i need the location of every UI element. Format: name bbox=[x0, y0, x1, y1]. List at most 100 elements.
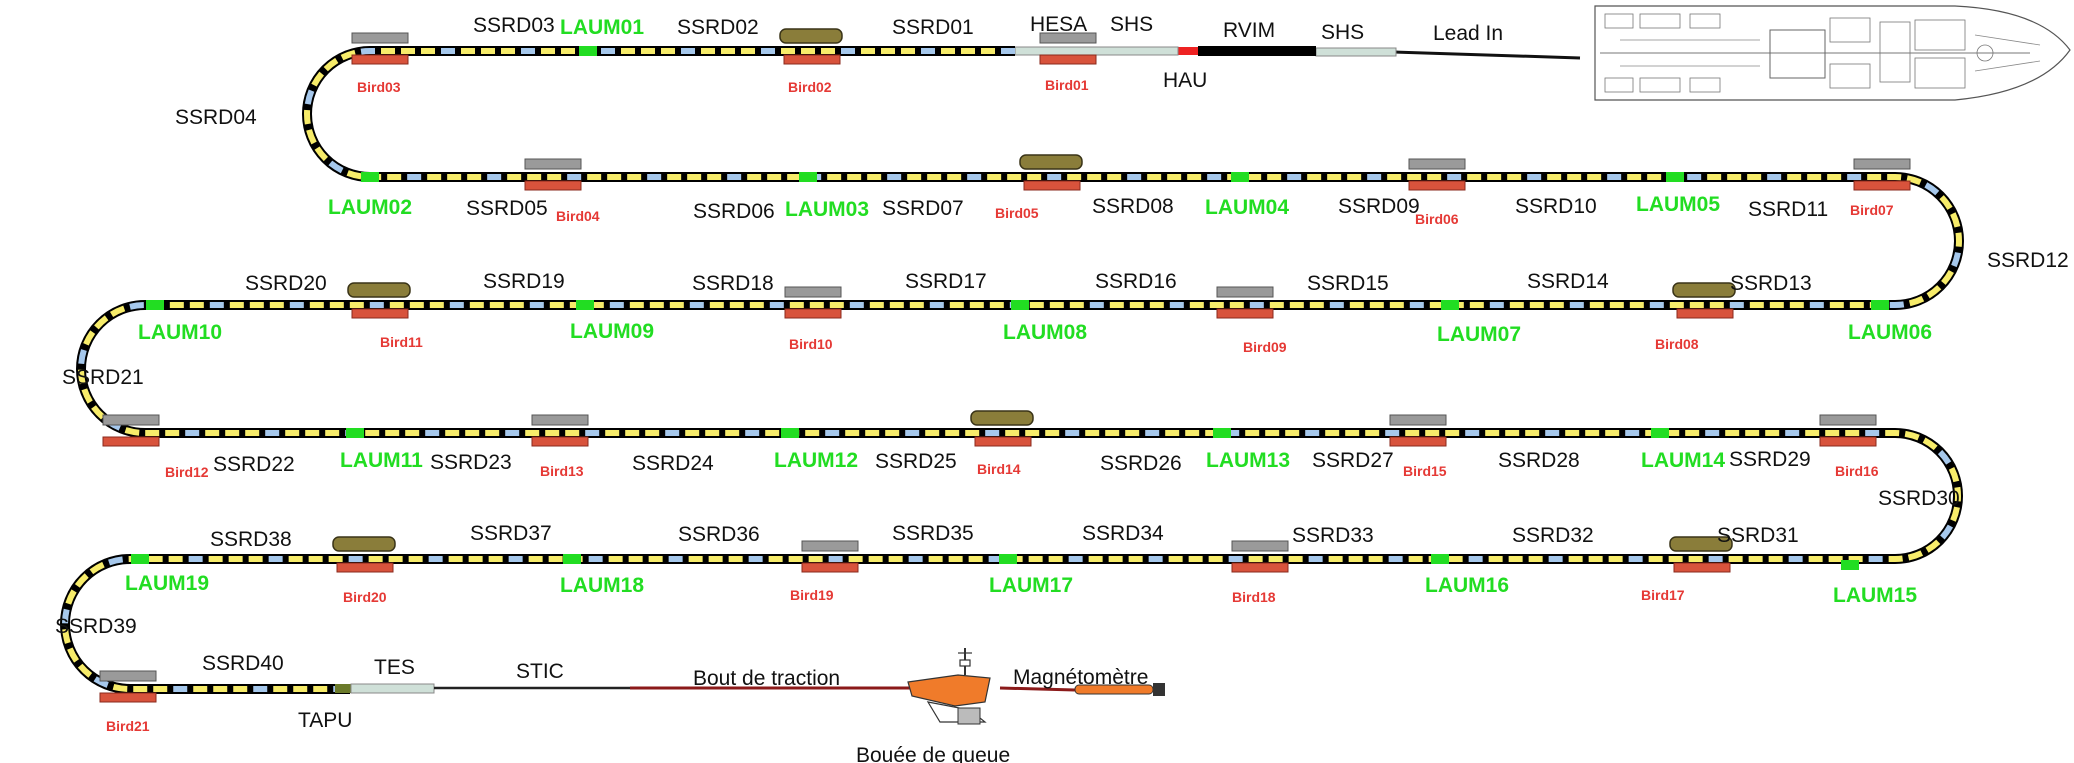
laum-label: LAUM08 bbox=[1003, 321, 1087, 344]
laum-module bbox=[146, 300, 164, 310]
bird-depth-controller-icon: Bird04 bbox=[524, 158, 600, 224]
laum-label: LAUM03 bbox=[785, 198, 869, 221]
magnetometer-icon bbox=[1074, 683, 1165, 696]
laum-module bbox=[781, 428, 799, 438]
tapu-label: TAPU bbox=[298, 709, 352, 732]
laum-module bbox=[999, 554, 1017, 564]
laum-label: LAUM05 bbox=[1636, 193, 1720, 216]
section-label: SSRD31 bbox=[1717, 524, 1799, 547]
cable-section-markers bbox=[62, 48, 1962, 692]
laum-module bbox=[1441, 300, 1459, 310]
bird-depth-controller-icon: Bird21 bbox=[99, 670, 157, 734]
laum-module bbox=[1871, 300, 1889, 310]
tes-label: TES bbox=[374, 656, 415, 679]
section-label: SSRD38 bbox=[210, 528, 292, 551]
laum-module bbox=[1431, 554, 1449, 564]
lead-in-label: Lead In bbox=[1433, 22, 1503, 45]
section-label: SSRD17 bbox=[905, 270, 987, 293]
bird-depth-controller-icon: Bird09 bbox=[1216, 286, 1287, 355]
laum-label: LAUM12 bbox=[774, 449, 858, 472]
laum-module bbox=[799, 172, 817, 182]
bird-depth-controller-icon: Bird14 bbox=[970, 410, 1034, 477]
bird-label: Bird04 bbox=[556, 208, 600, 224]
laum-module bbox=[563, 554, 581, 564]
section-label: SSRD37 bbox=[470, 522, 552, 545]
section-label: SSRD02 bbox=[677, 16, 759, 39]
laum-label: LAUM15 bbox=[1833, 584, 1917, 607]
laum-label: LAUM11 bbox=[340, 449, 423, 472]
section-label: SSRD22 bbox=[213, 453, 295, 476]
bird-depth-controller-icon: Bird12 bbox=[102, 414, 209, 480]
section-label: SSRD34 bbox=[1082, 522, 1164, 545]
laum-module bbox=[1213, 428, 1231, 438]
bird-depth-controller-icon: Bird15 bbox=[1389, 414, 1447, 479]
bird-depth-controller-icon: Bird08 bbox=[1655, 282, 1736, 352]
cable-section-marker bbox=[62, 48, 1962, 692]
stic-label: STIC bbox=[516, 660, 564, 683]
section-label: SSRD33 bbox=[1292, 524, 1374, 547]
bird-label: Bird21 bbox=[106, 718, 150, 734]
bird-label: Bird11 bbox=[380, 334, 423, 350]
laum-module bbox=[1231, 172, 1249, 182]
tail-buoy-icon bbox=[907, 648, 991, 725]
section-label: SSRD04 bbox=[175, 106, 257, 129]
bird-depth-controller-icon: Bird17 bbox=[1641, 536, 1733, 603]
laum-label: LAUM01 bbox=[560, 16, 644, 39]
section-label: SSRD14 bbox=[1527, 270, 1609, 293]
shs-label-1: SHS bbox=[1321, 21, 1364, 44]
laum-module bbox=[346, 428, 364, 438]
laum-label: LAUM17 bbox=[989, 574, 1073, 597]
section-label: SSRD19 bbox=[483, 270, 565, 293]
section-label: SSRD32 bbox=[1512, 524, 1594, 547]
section-label: SSRD25 bbox=[875, 450, 957, 473]
laum-label: LAUM18 bbox=[560, 574, 644, 597]
section-label: SSRD40 bbox=[202, 652, 284, 675]
bird-depth-controller-icon: Bird11 bbox=[347, 282, 423, 350]
section-label: SSRD28 bbox=[1498, 449, 1580, 472]
section-label: SSRD11 bbox=[1748, 198, 1828, 221]
section-label: SSRD09 bbox=[1338, 195, 1420, 218]
section-label: SSRD21 bbox=[62, 366, 144, 389]
bird-label: Bird08 bbox=[1655, 336, 1699, 352]
bird-depth-controller-icon: Bird16 bbox=[1819, 414, 1879, 479]
bird-label: Bird18 bbox=[1232, 589, 1276, 605]
bird-depth-controller-icon: Bird20 bbox=[332, 536, 396, 605]
bird-depth-controller-icon: Bird01 bbox=[1039, 32, 1097, 93]
hesa-label: HESA bbox=[1030, 13, 1087, 36]
laum-label: LAUM02 bbox=[328, 196, 412, 219]
section-label: SSRD27 bbox=[1312, 449, 1394, 472]
section-label: SSRD06 bbox=[693, 200, 775, 223]
laum-label: LAUM14 bbox=[1641, 449, 1725, 472]
bird-depth-controller-icon: Bird18 bbox=[1231, 540, 1289, 605]
bird-depth-controller-icon: Bird03 bbox=[351, 32, 409, 95]
section-label: SSRD35 bbox=[892, 522, 974, 545]
section-label: SSRD12 bbox=[1987, 249, 2069, 272]
section-label: SSRD05 bbox=[466, 197, 548, 220]
laum-label: LAUM07 bbox=[1437, 323, 1521, 346]
bird-depth-controller-icon: Bird19 bbox=[790, 540, 859, 603]
laum-label: LAUM13 bbox=[1206, 449, 1290, 472]
section-label: SSRD29 bbox=[1729, 448, 1811, 471]
section-label: SSRD39 bbox=[55, 615, 137, 638]
bird-label: Bird02 bbox=[788, 79, 832, 95]
bird-label: Bird15 bbox=[1403, 463, 1447, 479]
tapu-module bbox=[335, 684, 351, 693]
laum-label: LAUM16 bbox=[1425, 574, 1509, 597]
laum-label: LAUM06 bbox=[1848, 321, 1932, 344]
section-label: SSRD08 bbox=[1092, 195, 1174, 218]
tail-equipment bbox=[335, 683, 1076, 694]
section-label: SSRD03 bbox=[473, 14, 555, 37]
bird-label: Bird16 bbox=[1835, 463, 1879, 479]
section-label: SSRD26 bbox=[1100, 452, 1182, 475]
bird-label: Bird20 bbox=[343, 589, 387, 605]
tail-buoy-label: Bouée de queue bbox=[856, 744, 1010, 763]
bird-label: Bird03 bbox=[357, 79, 401, 95]
laum-module bbox=[1011, 300, 1029, 310]
magnetometer-label: Magnétomètre bbox=[1013, 666, 1148, 689]
section-label: SSRD01 bbox=[892, 16, 974, 39]
bird-label: Bird14 bbox=[977, 461, 1021, 477]
shs-label-2: SHS bbox=[1110, 13, 1153, 36]
section-label: SSRD15 bbox=[1307, 272, 1389, 295]
section-label: SSRD13 bbox=[1730, 272, 1812, 295]
section-label: SSRD20 bbox=[245, 272, 327, 295]
